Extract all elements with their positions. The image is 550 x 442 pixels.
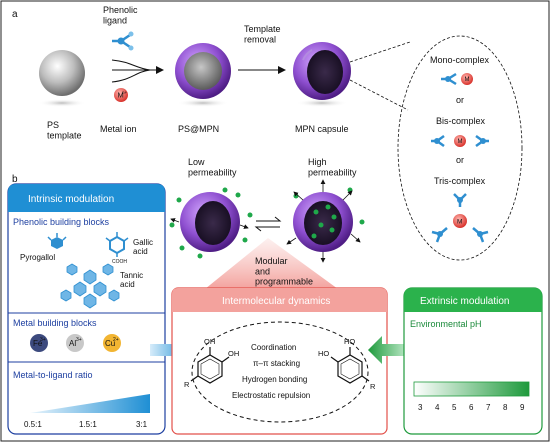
right-ho-1: HO (344, 337, 355, 346)
right-catechol-molecule (330, 347, 370, 384)
svg-text:3+: 3+ (40, 337, 46, 343)
ph-tick-5: 5 (452, 403, 457, 412)
bis-complex-label: Bis-complex (436, 116, 486, 126)
ph-tick-6: 6 (469, 403, 474, 412)
svg-text:M: M (457, 219, 462, 226)
force-electrostatic: Electrostatic repulsion (232, 391, 310, 400)
mpn-capsule (293, 42, 351, 107)
svg-text:Al: Al (69, 339, 76, 348)
intermolecular-panel (171, 287, 388, 435)
phenolic-blocks-title: Phenolic building blocks (13, 217, 110, 227)
panel-a-label: a (12, 9, 18, 20)
bis-complex-icon: M (431, 134, 489, 148)
gallic-acid-icon (105, 232, 129, 257)
high-permeability-capsule (286, 179, 365, 263)
modular-cone (205, 238, 338, 289)
svg-text:n+: n+ (122, 90, 128, 95)
svg-text:3+: 3+ (76, 337, 82, 343)
ph-ticks: 3 4 5 6 7 8 9 (418, 403, 525, 412)
extrinsic-modulation-panel (403, 287, 543, 435)
svg-text:M: M (465, 77, 470, 83)
intrinsic-header: Intrinsic modulation (28, 194, 114, 205)
svg-text:M: M (458, 139, 463, 145)
pyrogallol-label: Pyrogallol (20, 253, 55, 262)
mono-complex-label: Mono-complex (430, 55, 490, 65)
ph-tick-9: 9 (520, 403, 525, 412)
right-r: R (370, 382, 376, 391)
extrinsic-header: Extrinsic modulation (420, 296, 509, 307)
tannic-acid-icon (60, 263, 120, 309)
extrinsic-arrow (368, 336, 410, 364)
phenolic-ligand-icon (112, 31, 134, 51)
svg-text:Cu: Cu (105, 339, 115, 348)
metal-blocks-title: Metal building blocks (13, 318, 97, 328)
left-oh-2: OH (228, 349, 239, 358)
zoom-lines (349, 35, 523, 261)
metal-ion-label: Metal ion (100, 124, 137, 134)
cu-ion-icon: Cu 2+ (103, 334, 121, 352)
right-ho-2: HO (318, 349, 329, 358)
ph-tick-3: 3 (418, 403, 423, 412)
mono-complex-icon: M (441, 72, 473, 86)
ph-gradient-bar (413, 381, 530, 397)
ps-template-sphere (38, 50, 86, 107)
ratio-title: Metal-to-ligand ratio (13, 370, 93, 380)
force-coordination: Coordination (251, 343, 296, 352)
ph-tick-7: 7 (486, 403, 491, 412)
environmental-ph-label: Environmental pH (410, 319, 482, 329)
or-text-1: or (456, 95, 464, 105)
left-catechol-molecule (190, 347, 230, 384)
tris-complex-icon: M (431, 193, 489, 243)
ph-tick-4: 4 (435, 403, 440, 412)
or-text-2: or (456, 155, 464, 165)
ratio-tick-3: 3:1 (136, 420, 148, 429)
ps-mpn-label: PS@MPN (178, 124, 219, 134)
tris-complex-label: Tris-complex (434, 176, 486, 186)
ratio-tick-1: 0.5:1 (24, 420, 42, 429)
metal-ion-icon: M n+ (114, 88, 128, 102)
al-ion-icon: Al 3+ (66, 334, 84, 352)
ph-tick-8: 8 (503, 403, 508, 412)
merge-arrow (111, 59, 164, 83)
left-oh-1: OH (204, 337, 215, 346)
intermolecular-header: Intermolecular dynamics (222, 296, 330, 307)
svg-text:Fe: Fe (33, 339, 43, 348)
cooh-label: COOH (112, 259, 127, 265)
equilibrium-arrows (254, 216, 282, 232)
force-pi-stacking: π–π stacking (253, 359, 300, 368)
svg-text:2+: 2+ (113, 337, 119, 343)
ps-mpn-particle (175, 43, 231, 107)
force-hydrogen-bonding: Hydrogen bonding (242, 375, 307, 384)
fe-ion-icon: Fe 3+ (30, 334, 48, 352)
intrinsic-modulation-panel (7, 183, 166, 435)
low-permeability-capsule (169, 187, 253, 259)
svg-text:M: M (118, 91, 124, 100)
left-r: R (184, 380, 190, 389)
ratio-wedge (30, 394, 150, 413)
panel-b-label: b (12, 174, 18, 185)
pyrogallol-icon (47, 233, 67, 249)
mpn-capsule-label: MPN capsule (295, 124, 349, 134)
ratio-tick-2: 1.5:1 (79, 420, 97, 429)
